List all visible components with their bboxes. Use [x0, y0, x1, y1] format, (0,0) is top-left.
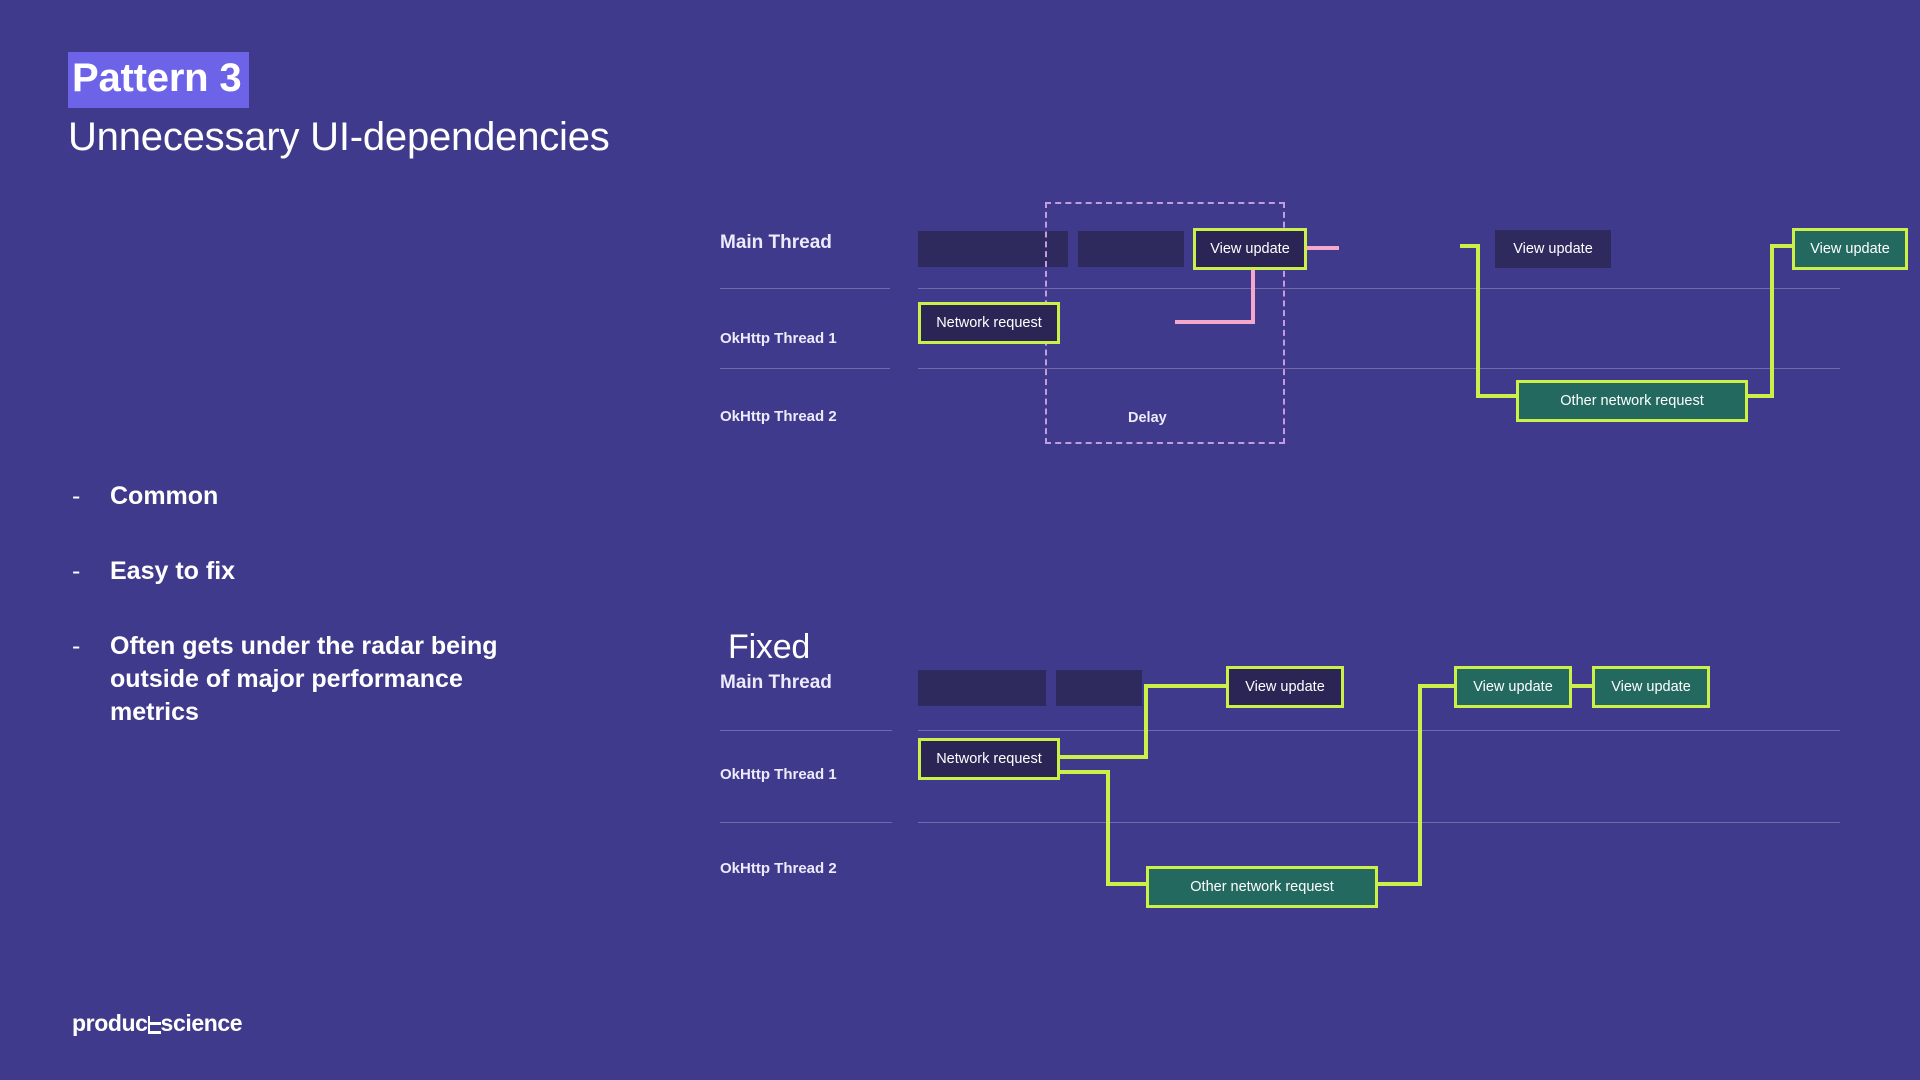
- green-connector-segment: [1060, 755, 1148, 759]
- row-label-okhttp-thread-2: OkHttp Thread 2: [720, 860, 837, 877]
- event-label: Other network request: [1560, 393, 1704, 409]
- bullet-dash: -: [72, 557, 81, 585]
- green-connector-segment: [1374, 882, 1422, 886]
- logo-suffix: science: [160, 1010, 243, 1036]
- green-connector-segment: [1106, 882, 1150, 886]
- bullet-text: Often gets under the radar being outside…: [110, 632, 498, 726]
- event-network-request[interactable]: Network request: [918, 738, 1060, 780]
- event-view-update-2[interactable]: View update: [1454, 666, 1572, 708]
- green-connector-segment: [1418, 684, 1422, 886]
- green-connector-segment: [1566, 684, 1596, 688]
- event-label: View update: [1210, 241, 1290, 257]
- fixed-section-heading: Fixed: [728, 628, 811, 666]
- event-label: View update: [1513, 241, 1593, 257]
- main-thread-busy-block: [918, 670, 1046, 706]
- event-view-update-3[interactable]: View update: [1792, 228, 1908, 270]
- green-connector-segment: [1476, 394, 1520, 398]
- pink-connector-segment: [1251, 246, 1255, 324]
- event-other-network-request[interactable]: Other network request: [1516, 380, 1748, 422]
- list-item: - Common: [72, 480, 512, 513]
- delay-label: Delay: [1128, 410, 1167, 426]
- row-label-okhttp-thread-2: OkHttp Thread 2: [720, 408, 837, 425]
- event-label: View update: [1611, 679, 1691, 695]
- pink-connector-segment: [1175, 320, 1255, 324]
- green-connector-segment: [1770, 244, 1774, 398]
- main-thread-busy-block: [1078, 231, 1184, 267]
- main-thread-busy-block: [918, 231, 1068, 267]
- green-connector-segment: [1060, 770, 1110, 774]
- title-block: Pattern 3 Unnecessary UI-dependencies: [68, 52, 610, 160]
- bullet-text: Common: [110, 482, 219, 510]
- event-view-update-1[interactable]: View update: [1226, 666, 1344, 708]
- row-label-okhttp-thread-1: OkHttp Thread 1: [720, 766, 837, 783]
- row-divider: [720, 288, 890, 289]
- green-connector-segment: [1144, 684, 1148, 759]
- green-connector-segment: [1476, 244, 1480, 398]
- row-divider: [720, 730, 892, 731]
- list-item: - Easy to fix: [72, 555, 512, 588]
- green-connector-segment: [1144, 684, 1230, 688]
- event-label: Network request: [936, 751, 1042, 767]
- row-label-okhttp-thread-1: OkHttp Thread 1: [720, 330, 837, 347]
- row-divider: [720, 822, 892, 823]
- green-connector-segment: [1418, 684, 1458, 688]
- productscience-logo: produc science: [72, 1010, 243, 1037]
- row-label-main-thread: Main Thread: [720, 672, 832, 693]
- green-connector-segment: [1744, 394, 1774, 398]
- fixed-timeline-diagram: Main Thread OkHttp Thread 1 OkHttp Threa…: [720, 666, 1840, 940]
- green-connector-segment: [1460, 244, 1480, 248]
- list-item: - Often gets under the radar being outsi…: [72, 630, 512, 729]
- row-divider: [918, 368, 1840, 369]
- row-divider: [720, 368, 890, 369]
- event-label: View update: [1473, 679, 1553, 695]
- problem-timeline-diagram: Main Thread OkHttp Thread 1 OkHttp Threa…: [720, 202, 1908, 510]
- event-label: Other network request: [1190, 879, 1334, 895]
- page-subtitle: Unnecessary UI-dependencies: [68, 115, 610, 159]
- green-connector-segment: [1106, 770, 1110, 886]
- event-other-network-request[interactable]: Other network request: [1146, 866, 1378, 908]
- bullet-text: Easy to fix: [110, 557, 236, 585]
- event-view-update-2[interactable]: View update: [1495, 230, 1611, 268]
- green-connector-segment: [1770, 244, 1794, 248]
- row-divider: [918, 288, 1840, 289]
- row-divider: [918, 730, 1840, 731]
- row-label-main-thread: Main Thread: [720, 232, 832, 253]
- event-view-update-1[interactable]: View update: [1193, 228, 1307, 270]
- main-thread-busy-block: [1056, 670, 1142, 706]
- event-label: View update: [1810, 241, 1890, 257]
- event-label: Network request: [936, 315, 1042, 331]
- logo-prefix: produc: [72, 1010, 148, 1036]
- bullet-list: - Common - Easy to fix - Often gets unde…: [72, 480, 512, 771]
- bullet-dash: -: [72, 632, 81, 660]
- page-title-badge: Pattern 3: [68, 52, 250, 108]
- row-divider: [918, 822, 1840, 823]
- event-view-update-3[interactable]: View update: [1592, 666, 1710, 708]
- bullet-dash: -: [72, 482, 81, 510]
- event-label: View update: [1245, 679, 1325, 695]
- logo-ligature-icon: [147, 1014, 161, 1033]
- event-network-request[interactable]: Network request: [918, 302, 1060, 344]
